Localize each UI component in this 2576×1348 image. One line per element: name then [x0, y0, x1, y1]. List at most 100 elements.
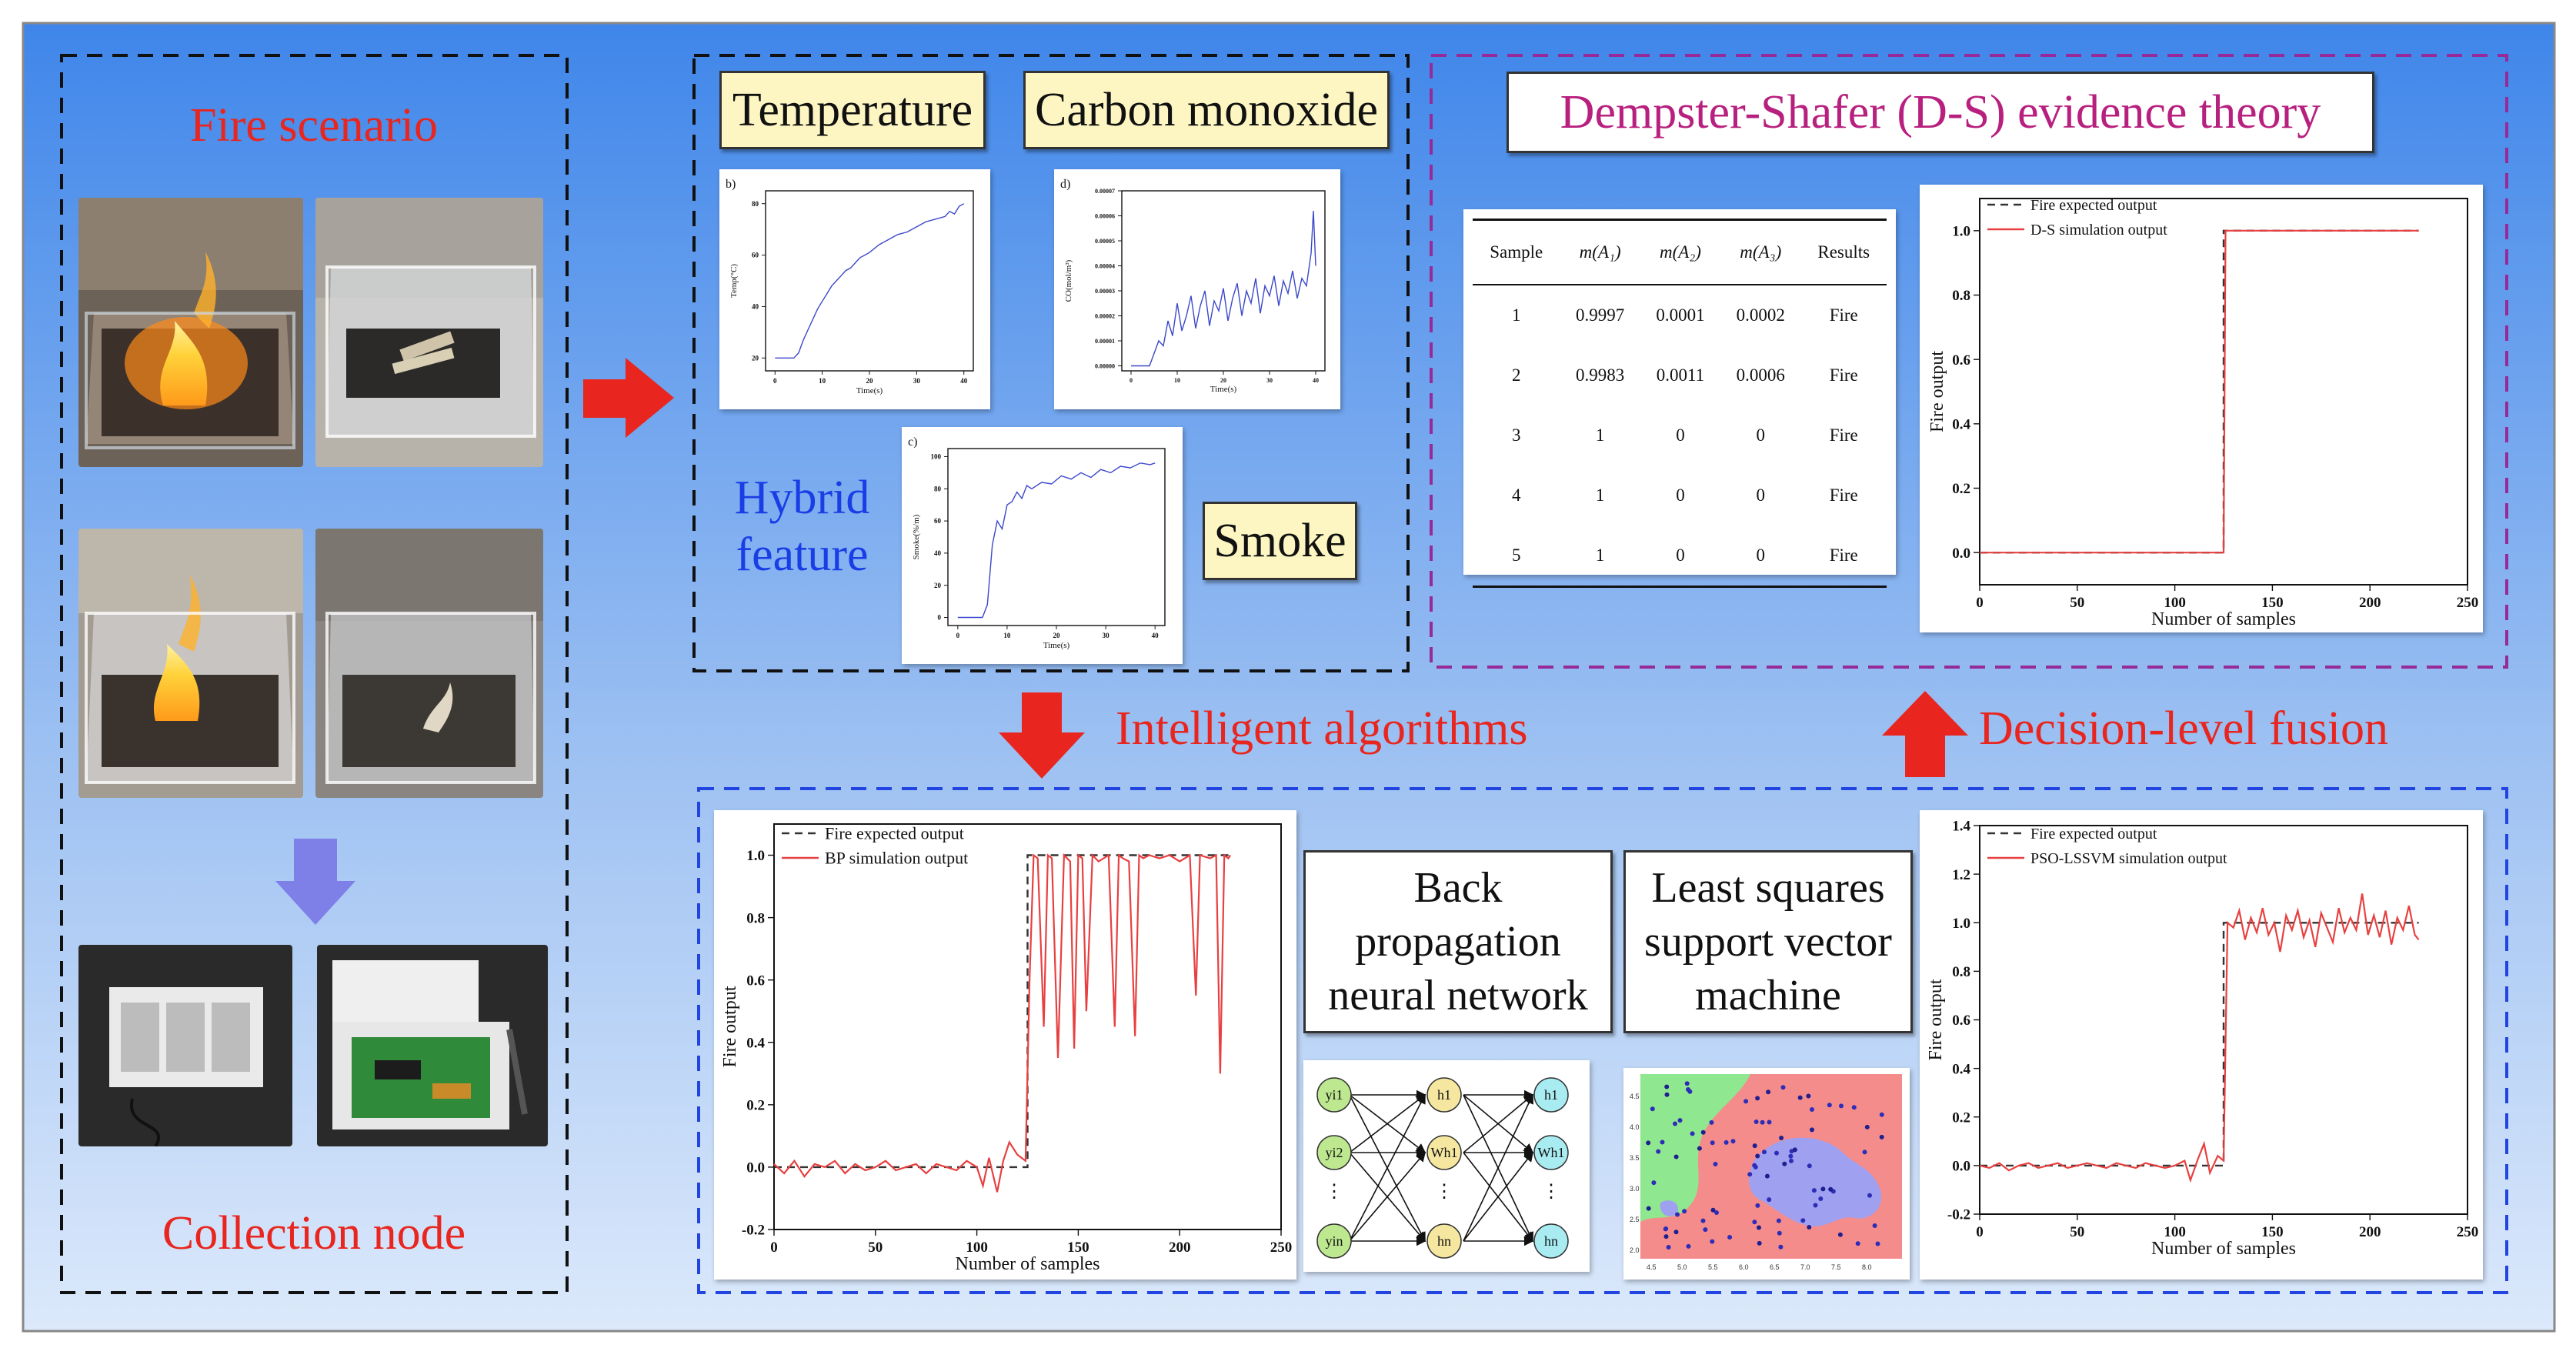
svm-point: [1650, 1106, 1655, 1112]
table-cell: 0: [1676, 485, 1685, 505]
table-cell: 0.0011: [1656, 365, 1705, 385]
sensor-photo-1: [78, 945, 292, 1146]
svm-point: [1839, 1103, 1844, 1109]
fire-photo-3: [78, 529, 303, 798]
header-results: Results: [1800, 219, 1887, 285]
series-line: [773, 853, 1232, 1193]
ds-table-header: Sample m(A₁) m(A₂) m(A₃) Results: [1473, 219, 1887, 285]
y-axis-label: Fire output: [1926, 979, 1946, 1060]
svm-point: [1703, 1227, 1708, 1233]
svg-text:8.0: 8.0: [1862, 1263, 1872, 1271]
nn-diagram-panel: yi1 yi2 yin h1 Wh1 hn h1 Wh1 hn ⋮ ⋮ ⋮: [1303, 1060, 1590, 1272]
svm-point: [1767, 1197, 1772, 1203]
svm-point: [1789, 1158, 1794, 1163]
svg-text:6.0: 6.0: [1739, 1263, 1749, 1271]
down-arrow-icon: [275, 839, 355, 925]
nn-input-node: [1316, 1223, 1352, 1259]
series-line: [1131, 210, 1316, 367]
x-tick-label: 30: [1103, 632, 1110, 639]
x-axis-label: Time(s): [856, 386, 883, 395]
table-cell: 0.9997: [1576, 305, 1625, 325]
x-tick-label: 40: [1313, 377, 1319, 384]
svg-text:6.5: 6.5: [1770, 1263, 1780, 1271]
x-axis-label: Number of samples: [2151, 1239, 2296, 1259]
svm-point: [1663, 1226, 1668, 1232]
y-tick-label: 0.00002: [1095, 312, 1115, 319]
y-tick-label: 0.00005: [1095, 238, 1115, 245]
left-region-border: [60, 54, 569, 1294]
y-axis-label: CO(mol/m³): [1064, 259, 1073, 302]
svm-point: [1656, 1149, 1661, 1154]
svg-text:7.5: 7.5: [1831, 1263, 1841, 1271]
ls-line-3: machine: [1695, 972, 1841, 1019]
fire-photo-2: [315, 198, 543, 467]
nn-output-node: [1533, 1135, 1569, 1170]
y-axis-label: Smoke(%/m): [912, 514, 921, 559]
ds-table-panel: Sample m(A₁) m(A₂) m(A₃) Results 1 0.999…: [1463, 209, 1896, 588]
svg-text:4.5: 4.5: [1647, 1263, 1657, 1271]
series-line: [957, 462, 1156, 619]
co-label: Carbon monoxide: [1023, 71, 1390, 149]
svm-point: [1755, 1203, 1760, 1208]
svg-text:⋮: ⋮: [1435, 1182, 1453, 1202]
svm-point: [1714, 1210, 1719, 1215]
svm-point: [1710, 1239, 1715, 1244]
x-tick-label: 0: [1976, 595, 1984, 611]
svm-point: [1780, 1085, 1786, 1090]
y-tick-label: -0.2: [742, 1223, 765, 1239]
svg-text:2.5: 2.5: [1630, 1216, 1640, 1223]
svm-point: [1673, 1121, 1677, 1126]
series-line: [1980, 922, 2419, 1167]
ds-region-border: [1430, 54, 2508, 669]
svg-text:7.0: 7.0: [1800, 1263, 1810, 1271]
plot-frame: [773, 823, 1282, 1230]
x-tick-label: 250: [1270, 1240, 1293, 1256]
svm-point: [1686, 1243, 1691, 1249]
x-axis-label: Number of samples: [2151, 609, 2296, 629]
nn-input-label: yi1: [1325, 1087, 1343, 1103]
x-tick-label: 50: [868, 1240, 883, 1256]
header-ma1: m(A₁): [1560, 219, 1640, 285]
table-cell: 3: [1512, 425, 1521, 445]
x-tick-label: 10: [1174, 377, 1180, 384]
nn-hidden-node: [1426, 1223, 1462, 1259]
y-tick-label: 0.4: [746, 1035, 765, 1051]
ds-title-box: Dempster-Shafer (D-S) evidence theory: [1507, 72, 2374, 153]
y-tick-label: 1.0: [746, 848, 765, 864]
y-tick-label: 0.00007: [1095, 188, 1115, 195]
svm-point: [1810, 1107, 1814, 1112]
y-tick-label: 0.8: [746, 910, 765, 926]
svg-text:3.0: 3.0: [1630, 1185, 1640, 1193]
table-cell: 0.0002: [1736, 305, 1785, 325]
plot-frame: [947, 448, 1166, 626]
y-tick-label: 20: [934, 582, 942, 589]
svg-text:4.0: 4.0: [1630, 1123, 1640, 1131]
y-tick-label: 0.6: [1952, 1013, 1970, 1029]
series-line: [1980, 229, 2419, 554]
svm-point: [1713, 1162, 1718, 1166]
y-axis-label: Fire output: [1927, 351, 1947, 432]
x-tick-label: 40: [1152, 632, 1160, 639]
table-cell: 5: [1473, 526, 1560, 588]
header-sample: Sample: [1473, 219, 1560, 285]
svm-point: [1862, 1149, 1867, 1155]
svm-point: [1872, 1223, 1877, 1228]
chart-tag: d): [1060, 178, 1070, 191]
svg-text:⋮: ⋮: [1542, 1182, 1560, 1202]
hybrid-feature-label: Hybrid feature: [708, 469, 896, 583]
legend-label: Fire expected output: [2030, 197, 2157, 214]
y-tick-label: 0.2: [746, 1097, 765, 1113]
svm-point: [1664, 1092, 1670, 1097]
y-tick-label: 20: [752, 354, 759, 362]
svm-point: [1682, 1209, 1687, 1214]
svm-point: [1752, 1220, 1757, 1225]
x-tick-label: 30: [1266, 377, 1273, 384]
ls-line-2: support vector: [1644, 918, 1892, 966]
svm-point: [1663, 1234, 1669, 1240]
nn-input-label: yi2: [1325, 1145, 1343, 1160]
y-tick-label: 0.0: [1952, 1159, 1970, 1175]
